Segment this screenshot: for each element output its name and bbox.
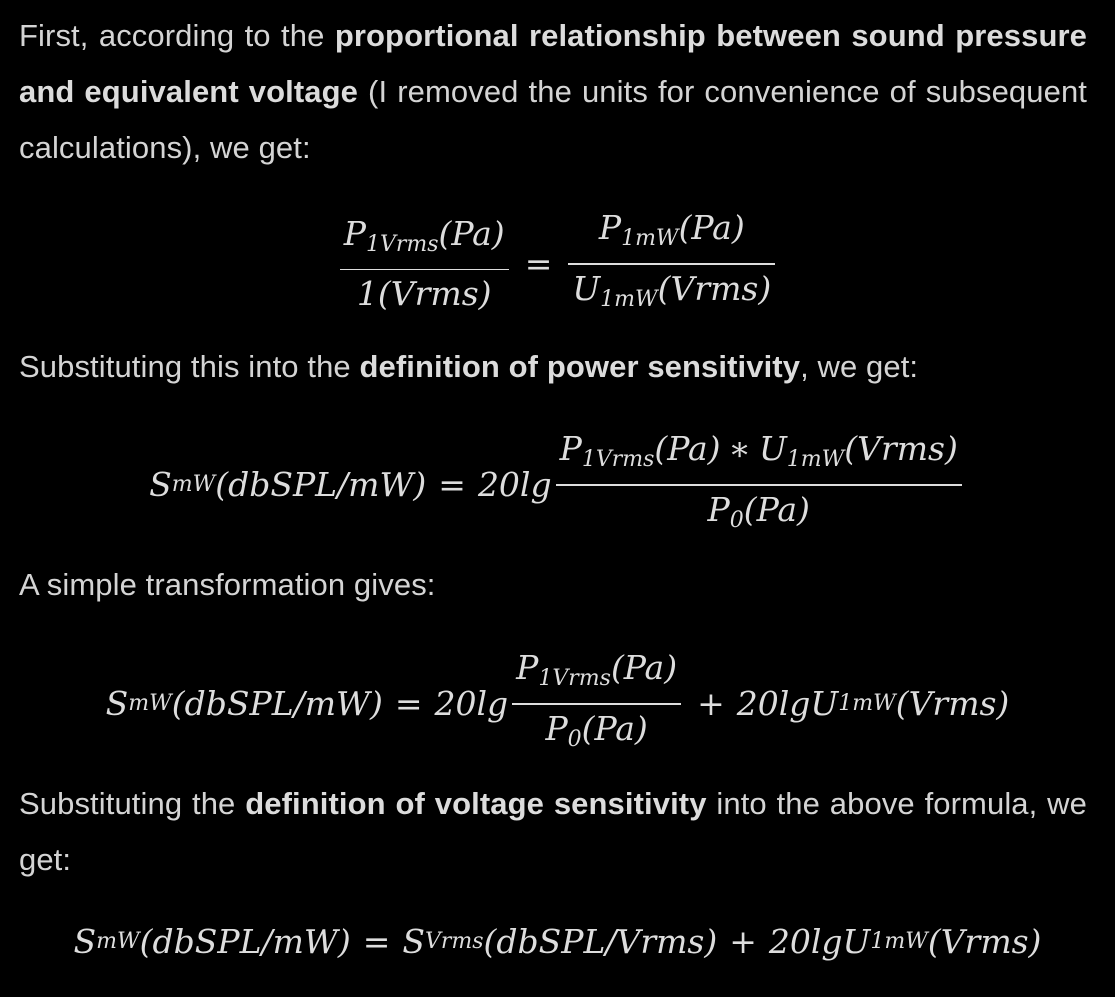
- symbol: S: [105, 684, 129, 724]
- denominator: P0(Pa): [704, 488, 814, 543]
- bold-term: definition of voltage sensitivity: [245, 786, 707, 821]
- text: into the above formula, we get:: [19, 786, 1088, 877]
- fraction: P1Vrms(Pa)∗U1mW(Vrms) P0(Pa): [555, 427, 962, 543]
- fraction-bar: [339, 268, 509, 270]
- symbol: P: [598, 208, 622, 247]
- bold-term: definition of power sensitivity: [359, 349, 801, 384]
- subscript: 1mW: [600, 286, 658, 312]
- fraction: P1mW(Pa) U1mW(Vrms): [568, 206, 776, 322]
- fraction: P1Vrms(Pa) P0(Pa): [512, 646, 682, 762]
- symbol: U: [810, 684, 839, 724]
- argument: (Pa): [610, 648, 678, 687]
- symbol: S: [402, 922, 425, 961]
- symbol: U: [572, 268, 601, 308]
- numerator: P1Vrms(Pa): [512, 646, 681, 701]
- fraction-bar: [512, 703, 682, 705]
- text: Substituting the: [19, 786, 246, 821]
- symbol: P: [559, 429, 582, 468]
- numerator: P1Vrms(Pa)∗U1mW(Vrms): [556, 427, 962, 482]
- symbol: S: [149, 465, 172, 505]
- equals-sign: =: [362, 922, 391, 961]
- equals-sign: =: [524, 244, 553, 284]
- argument: (dbSPL/Vrms): [483, 922, 718, 961]
- fraction-bar: [555, 484, 962, 486]
- argument: (Vrms): [895, 684, 1010, 724]
- coefficient: 20lg: [434, 684, 509, 724]
- argument: (Vrms): [844, 429, 958, 468]
- plus-sign: +: [729, 922, 757, 961]
- argument: (Pa): [438, 213, 505, 253]
- argument: (Pa): [678, 208, 745, 247]
- subscript: mW: [171, 472, 216, 498]
- argument: (dbSPL/mW): [139, 922, 351, 961]
- argument: (dbSPL/mW): [171, 684, 383, 724]
- symbol: P: [707, 489, 730, 529]
- equation-proportion: P1Vrms(Pa) 1(Vrms) = P1mW(Pa) U1mW(Vrms): [0, 206, 1115, 322]
- equals-sign: =: [394, 684, 423, 724]
- argument: (Pa): [743, 489, 810, 529]
- symbol: P: [343, 213, 366, 253]
- subscript: 1Vrms: [538, 666, 611, 691]
- fraction-bar: [568, 263, 776, 265]
- argument: (Vrms): [927, 922, 1042, 961]
- subscript: 0: [729, 507, 744, 533]
- symbol: U: [842, 922, 871, 961]
- text: Substituting this into the: [19, 349, 360, 384]
- numerator: P1mW(Pa): [595, 206, 749, 261]
- text: , we get:: [800, 349, 919, 384]
- times-sign: ∗: [728, 429, 751, 468]
- numerator: P1Vrms(Pa): [340, 212, 509, 267]
- paragraph-power-sensitivity: Substituting this into the definition of…: [19, 339, 1087, 395]
- subscript: mW: [128, 691, 172, 717]
- subscript: 1mW: [621, 226, 679, 251]
- symbol: P: [545, 708, 568, 748]
- argument: (Vrms): [657, 268, 772, 308]
- argument: (Pa): [654, 429, 721, 468]
- subscript: 1mW: [838, 691, 896, 717]
- subscript: Vrms: [424, 929, 484, 954]
- plus-sign: +: [697, 684, 725, 724]
- paragraph-proportional-relationship: First, according to the proportional rel…: [19, 8, 1087, 176]
- paragraph-voltage-sensitivity: Substituting the definition of voltage s…: [19, 776, 1087, 888]
- subscript: 1mW: [786, 447, 845, 472]
- subscript: 1Vrms: [365, 231, 439, 257]
- bold-term: proportional relationship between sound …: [19, 18, 1087, 109]
- subscript: 1mW: [870, 929, 928, 954]
- subscript: mW: [96, 929, 140, 954]
- symbol: P: [516, 648, 539, 687]
- coefficient: 20lg: [477, 465, 552, 505]
- denominator: U1mW(Vrms): [568, 267, 775, 322]
- paragraph-transformation: A simple transformation gives:: [19, 567, 436, 602]
- argument: (Pa): [581, 708, 648, 748]
- denominator: P0(Pa): [541, 707, 651, 762]
- symbol: U: [758, 429, 787, 468]
- subscript: 0: [567, 726, 582, 752]
- fraction: P1Vrms(Pa) 1(Vrms): [339, 212, 509, 317]
- denominator: 1(Vrms): [356, 274, 492, 313]
- symbol: S: [73, 922, 97, 961]
- coefficient: 20lg: [736, 684, 811, 724]
- coefficient: 20lg: [768, 922, 843, 961]
- argument: (dbSPL/mW): [215, 465, 427, 505]
- subscript: 1Vrms: [581, 447, 655, 472]
- equals-sign: =: [438, 465, 466, 505]
- text: First, according to the: [19, 18, 335, 53]
- text: (I removed the units for convenience of …: [19, 74, 1088, 165]
